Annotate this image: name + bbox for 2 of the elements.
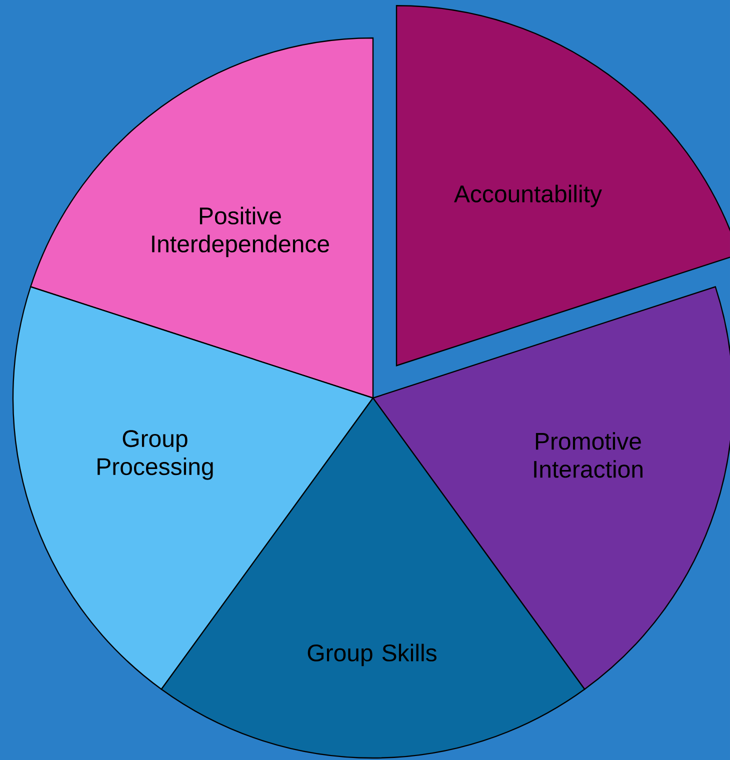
pie-slice: Positive Interdependence <box>30 37 374 399</box>
pie-slice: Accountability <box>396 5 730 366</box>
